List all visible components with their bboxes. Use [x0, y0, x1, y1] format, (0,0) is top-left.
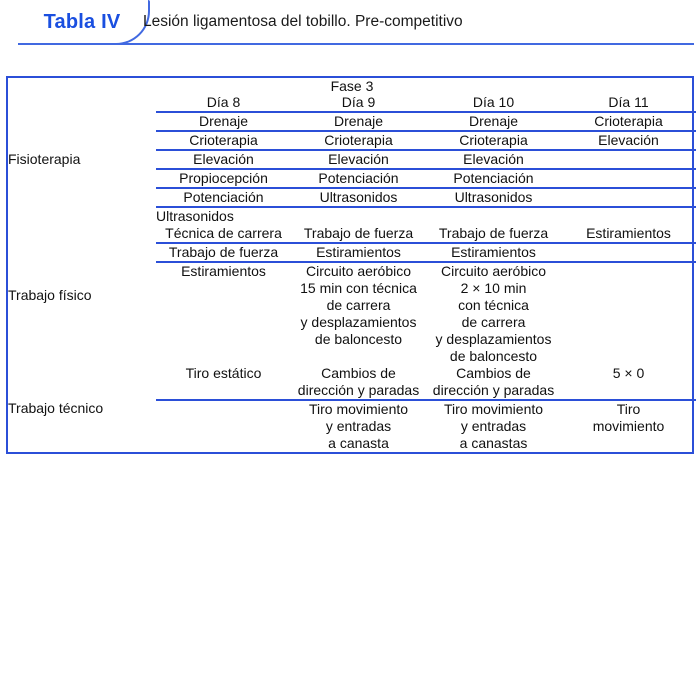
cell-s1-r5-c2: Ultrasonidos: [291, 188, 426, 208]
cell-s1-r2-c1: Crioterapia: [156, 131, 291, 151]
cell-s1-r4-c2: Potenciación: [291, 169, 426, 189]
cell-s3-r1-c4: 5 × 0: [561, 365, 696, 401]
cell-s1-r6-c1: Ultrasonidos: [156, 208, 234, 224]
cell-s1-r5-c1: Potenciación: [156, 188, 291, 208]
cell-s2-r2-c1: Trabajo de fuerza: [156, 243, 291, 263]
cell-s2-r1-c3: Trabajo de fuerza: [426, 225, 561, 244]
table-caption: Tabla IV Lesión ligamentosa del tobillo.…: [6, 0, 694, 48]
column-header-3: Día 10: [426, 94, 561, 113]
cell-s1-r3-c1: Elevación: [156, 150, 291, 170]
cell-s2-r3-c4: [561, 262, 696, 365]
section-label-3: Trabajo técnico: [8, 400, 104, 416]
caption-underline: [18, 43, 694, 45]
cell-s2-r1-c2: Trabajo de fuerza: [291, 225, 426, 244]
cell-s1-r3-c2: Elevación: [291, 150, 426, 170]
cell-s1-r4-c1: Propiocepción: [156, 169, 291, 189]
cell-s3-r2-c1: [156, 400, 291, 452]
cell-s1-r1-c1: Drenaje: [156, 112, 291, 132]
cell-s1-r2-c3: Crioterapia: [426, 131, 561, 151]
table-number-label: Tabla IV: [43, 11, 121, 33]
cell-s1-r3-c3: Elevación: [426, 150, 561, 170]
cell-s1-r4-c4: [561, 169, 696, 189]
section-label-2: Trabajo físico: [8, 286, 92, 303]
cell-s2-r2-c4: [561, 243, 696, 263]
cell-s1-r6-c2: [291, 207, 426, 225]
phase-header-row: Fase 3: [8, 78, 696, 94]
phase-header-label: Fase 3: [330, 78, 374, 94]
cell-s1-r1-c2: Drenaje: [291, 112, 426, 132]
cell-s1-r5-c3: Ultrasonidos: [426, 188, 561, 208]
cell-s1-r6-c3: [426, 207, 561, 225]
section-label-1: Fisioterapia: [8, 151, 81, 167]
cell-s1-r5-c4: [561, 188, 696, 208]
cell-s2-r1-c4: Estiramientos: [561, 225, 696, 244]
column-header-1: Día 8: [156, 94, 291, 113]
column-header-2: Día 9: [291, 94, 426, 113]
caption-underline-left: [18, 43, 124, 45]
cell-s2-r3-c1: Estiramientos: [181, 263, 266, 279]
cell-s1-r2-c4: Elevación: [561, 131, 696, 151]
cell-s2-r2-c3: Estiramientos: [426, 243, 561, 263]
table-row: Ultrasonidos: [8, 207, 696, 225]
cell-s1-r4-c3: Potenciación: [426, 169, 561, 189]
cell-s1-r2-c2: Crioterapia: [291, 131, 426, 151]
cell-s1-r3-c4: [561, 150, 696, 170]
cell-s2-r1-c1: Técnica de carrera: [156, 225, 291, 244]
cell-s1-r6-c4: [561, 207, 696, 225]
cell-s1-r1-c3: Drenaje: [426, 112, 561, 132]
table-title: Lesión ligamentosa del tobillo. Pre-comp…: [143, 13, 463, 30]
column-header-4: Día 11: [561, 94, 696, 113]
cell-s1-r1-c4: Crioterapia: [561, 112, 696, 132]
cell-s3-r1-c1: Tiro estático: [156, 365, 291, 401]
cell-s2-r2-c2: Estiramientos: [291, 243, 426, 263]
